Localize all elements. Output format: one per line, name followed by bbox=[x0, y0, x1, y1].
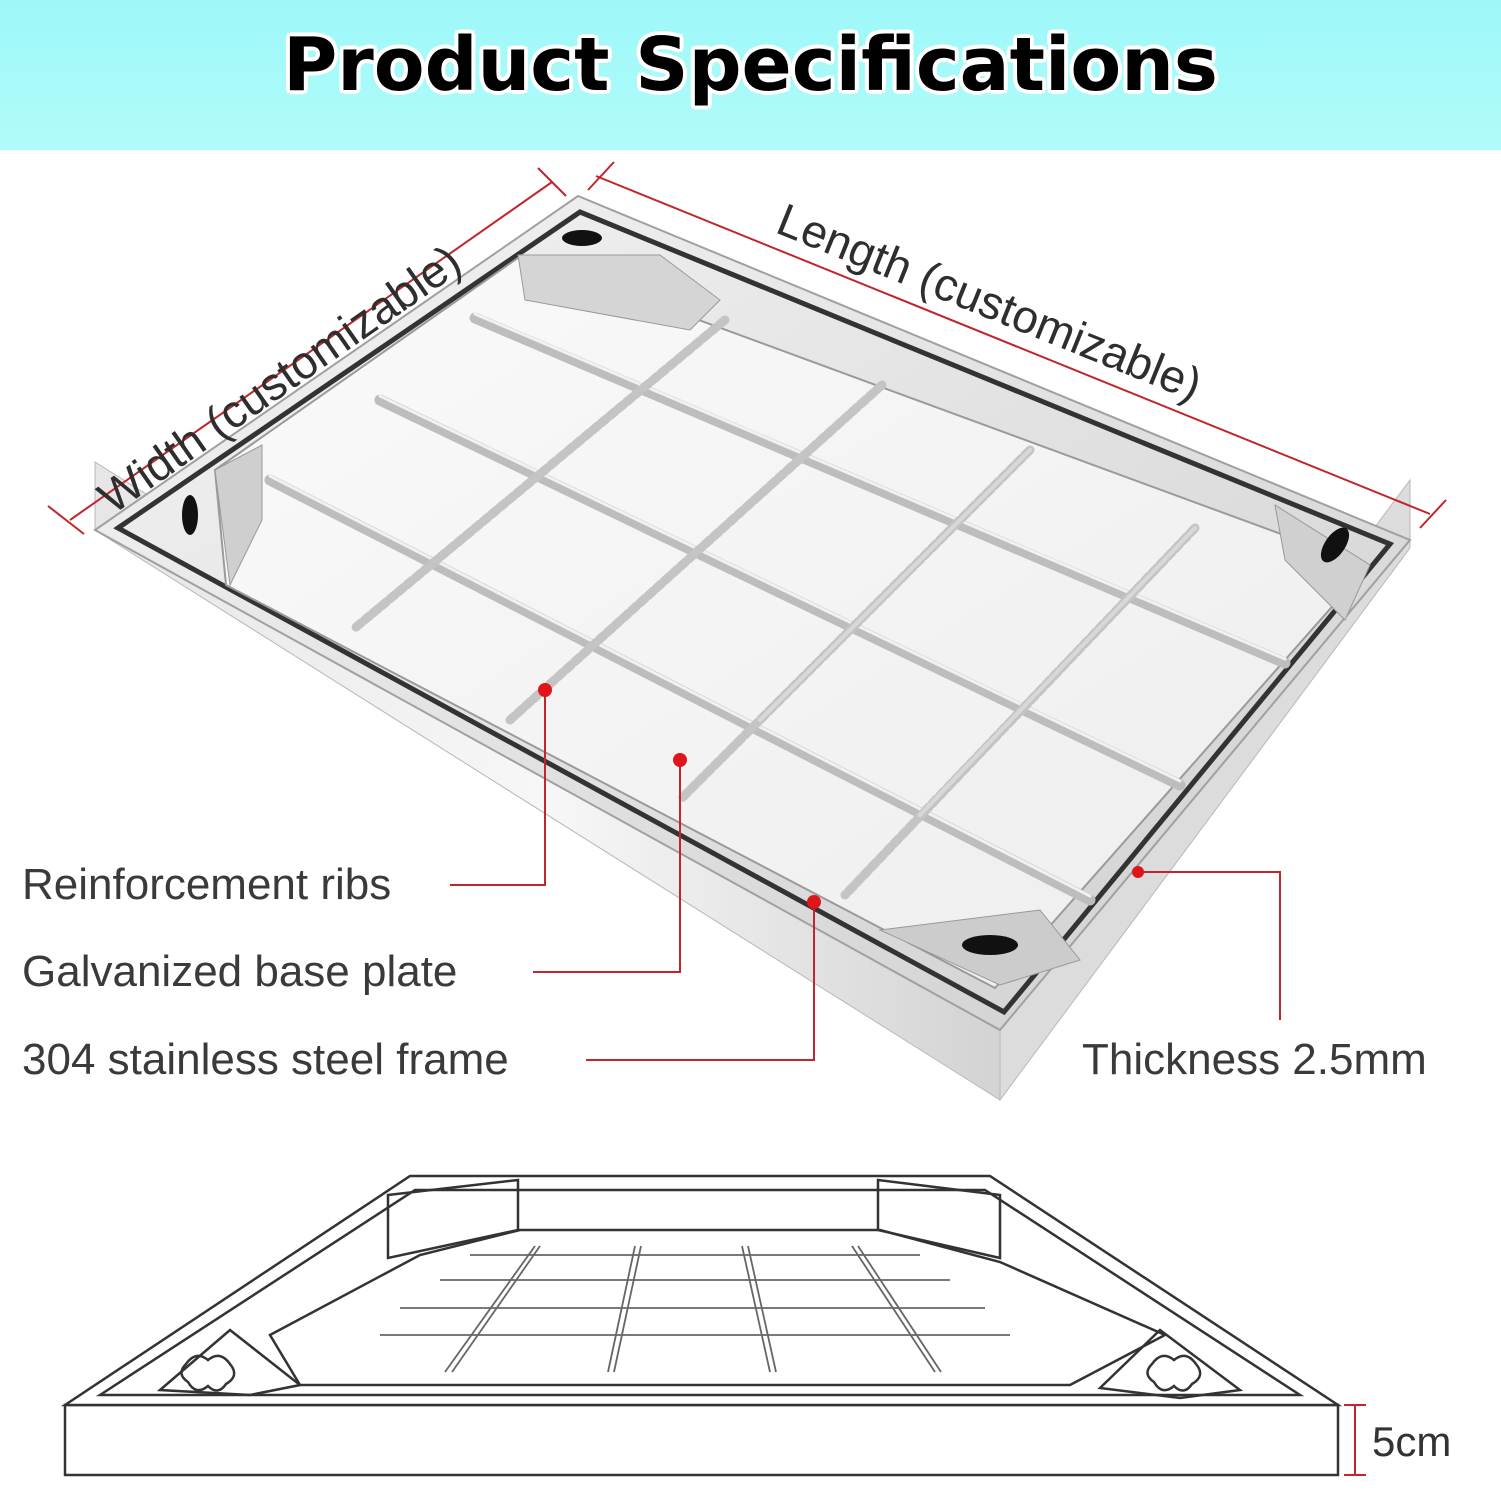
callout-base-plate-label: Galvanized base plate bbox=[22, 947, 458, 996]
manhole-cover-top-view bbox=[93, 194, 1412, 1102]
line-drawing-side-view bbox=[60, 1174, 1343, 1477]
line-hole-right bbox=[1146, 1354, 1202, 1392]
fixing-hole-right bbox=[1320, 527, 1350, 563]
line-hole-left bbox=[180, 1354, 236, 1392]
leader-frame bbox=[586, 902, 815, 1061]
corner-gusset-left bbox=[214, 444, 263, 587]
line-frame-rim-outer bbox=[60, 1174, 1343, 1407]
dot-thickness bbox=[1132, 866, 1144, 878]
line-frame-rim-inner bbox=[95, 1188, 1305, 1397]
frame-inner-edge bbox=[113, 209, 1395, 1016]
line-gusset-right bbox=[876, 1178, 1002, 1260]
line-frame-front bbox=[63, 1403, 1340, 1477]
callout-dots bbox=[538, 683, 1144, 909]
height-label: 5cm bbox=[1372, 1418, 1452, 1465]
header-banner bbox=[0, 0, 1501, 150]
fixing-hole-bottom bbox=[962, 935, 1018, 955]
line-base-plate bbox=[268, 1228, 1168, 1387]
dot-frame bbox=[807, 895, 821, 909]
dot-ribs bbox=[538, 683, 552, 697]
line-gusset-left bbox=[386, 1178, 520, 1260]
base-plate bbox=[213, 253, 1370, 990]
line-corner-left bbox=[156, 1328, 303, 1397]
fixing-hole-left bbox=[182, 495, 198, 535]
callout-thickness-label: Thickness 2.5mm bbox=[1082, 1035, 1427, 1084]
dot-base-plate bbox=[673, 753, 687, 767]
leader-thickness bbox=[1138, 871, 1281, 1020]
reinforcement-ribs-long bbox=[264, 312, 1291, 906]
line-corner-right bbox=[1097, 1328, 1244, 1400]
callout-frame-label: 304 stainless steel frame bbox=[22, 1035, 509, 1084]
callout-ribs-label: Reinforcement ribs bbox=[22, 860, 392, 909]
fixing-hole-top bbox=[562, 230, 602, 246]
dimension-line-length bbox=[587, 161, 1447, 529]
page-title: Product Specifications bbox=[283, 22, 1218, 108]
leader-ribs bbox=[450, 690, 546, 886]
dimension-line-width bbox=[47, 167, 567, 535]
callout-leaders bbox=[450, 690, 1281, 1061]
leader-base-plate bbox=[533, 760, 681, 973]
corner-gusset-top bbox=[517, 254, 721, 331]
dimension-line-height bbox=[1344, 1404, 1366, 1476]
